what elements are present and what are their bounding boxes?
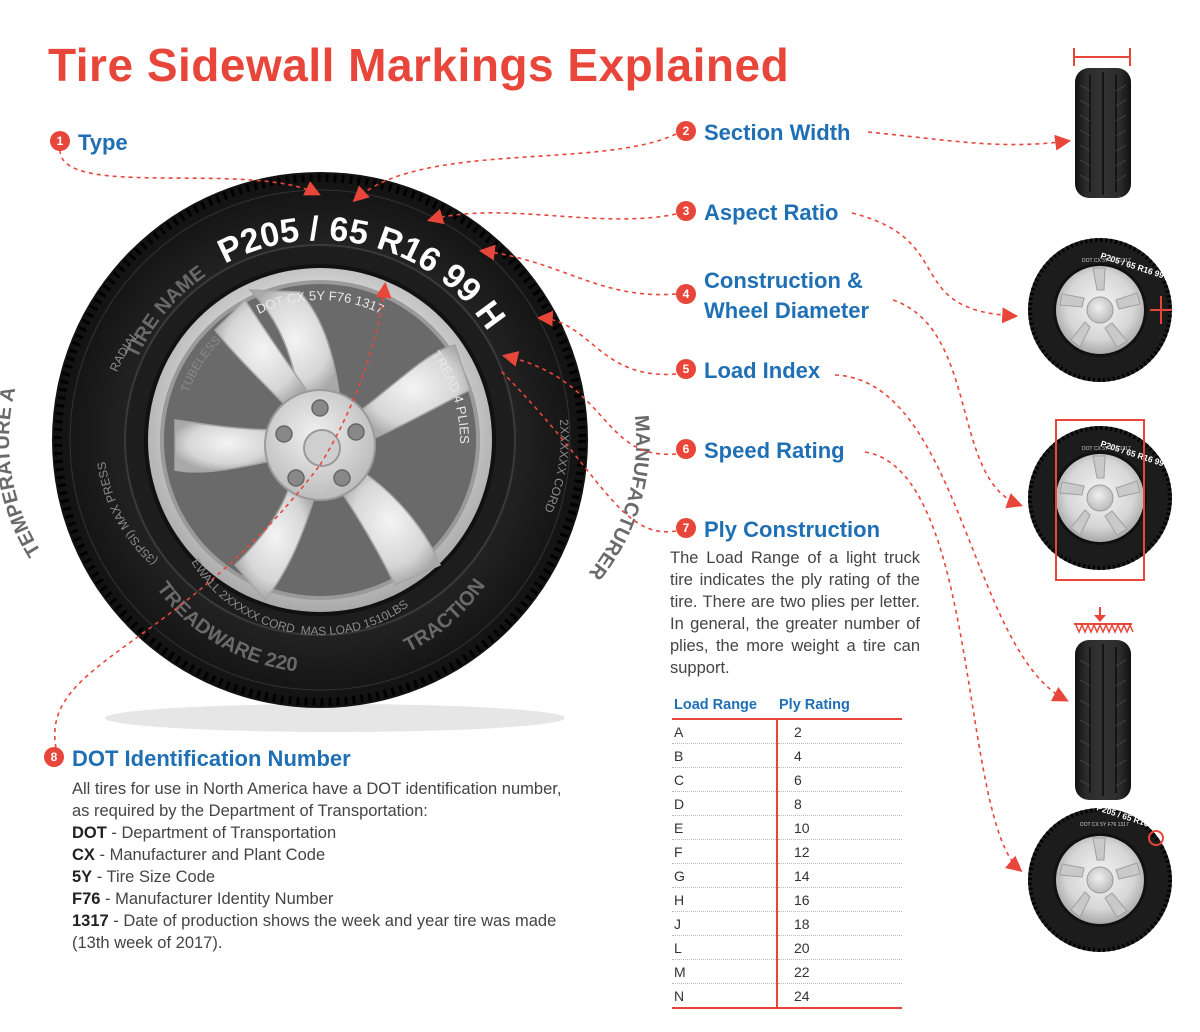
ply-rating-cell: 12 bbox=[777, 839, 902, 864]
side-tire-a-dot: DOT CX 5Y F76 1317 bbox=[1082, 258, 1131, 264]
tire-manufacturer-text: MANUFACTURER bbox=[584, 414, 653, 584]
main-tire bbox=[52, 172, 588, 708]
ply-rating-cell: 16 bbox=[777, 887, 902, 912]
ply-rating-cell: 22 bbox=[777, 959, 902, 984]
rim-spokes bbox=[174, 289, 471, 602]
callout-number: 1 bbox=[50, 131, 70, 151]
callout-dot-id: 8 DOT Identification Number bbox=[44, 744, 351, 774]
load-range-cell: G bbox=[672, 863, 778, 888]
ply-rating-cell: 6 bbox=[777, 767, 902, 792]
callout-ply-construction: 7 Ply Construction bbox=[676, 515, 880, 545]
dot-item: F76 - Manufacturer Identity Number bbox=[72, 890, 334, 908]
callout-type: 1 Type bbox=[50, 128, 128, 158]
callout-label-type: Type bbox=[78, 130, 128, 155]
side-tire-c-dot: DOT CX 5Y F76 1317 bbox=[1080, 822, 1129, 828]
side-tire-wheel-diameter: P205 / 65 R16 99 H DOT CX 5Y F76 1317 bbox=[1028, 419, 1173, 581]
load-range-cell: F bbox=[672, 839, 778, 864]
dot-item: CX - Manufacturer and Plant Code bbox=[72, 846, 326, 864]
callout-number: 8 bbox=[44, 747, 64, 767]
side-tire-aspect-ratio: P205 / 65 R16 99 H DOT CX 5Y F76 1317 bbox=[1028, 238, 1173, 382]
tire-shadow bbox=[105, 704, 565, 732]
load-range-header: Load Range bbox=[672, 694, 777, 720]
callout-connectors bbox=[53, 131, 1072, 873]
dot-item: 5Y - Tire Size Code bbox=[72, 868, 216, 886]
load-range-cell: J bbox=[672, 911, 778, 936]
dot-item: DOT - Department of Transportation bbox=[72, 824, 337, 842]
page-title: Tire Sidewall Markings Explained bbox=[48, 39, 790, 91]
callout-label-section-width: Section Width bbox=[704, 120, 851, 145]
load-range-cell: C bbox=[672, 767, 778, 792]
lug-nuts bbox=[275, 399, 365, 487]
ply-rating-cell: 2 bbox=[777, 719, 902, 744]
callout-number: 5 bbox=[676, 359, 696, 379]
ply-rating-cell: 20 bbox=[777, 935, 902, 960]
tread-view-load-index bbox=[1074, 607, 1134, 800]
ply-rating-cell: 18 bbox=[777, 911, 902, 936]
tire-temperature-text: TEMPERATURE A bbox=[0, 385, 46, 561]
ply-construction-description: The Load Range of a light truck tire ind… bbox=[670, 549, 920, 677]
ply-rating-cell: 4 bbox=[777, 743, 902, 768]
callout-number: 6 bbox=[676, 439, 696, 459]
callout-label-aspect-ratio: Aspect Ratio bbox=[704, 200, 839, 225]
ply-rating-cell: 14 bbox=[777, 863, 902, 888]
load-range-cell: M bbox=[672, 959, 778, 984]
dot-intro: All tires for use in North America have … bbox=[72, 780, 562, 820]
load-range-cell: E bbox=[672, 815, 778, 840]
callout-construction: 4 Construction & Wheel Diameter bbox=[676, 266, 869, 326]
callout-load-index: 5 Load Index bbox=[676, 356, 820, 386]
load-range-cell: N bbox=[672, 983, 778, 1009]
side-tire-speed-rating: P205 / 65 R16 99 H DOT CX 5Y F76 1317 bbox=[1028, 802, 1172, 952]
load-range-cell: A bbox=[672, 719, 778, 744]
callout-label-ply-construction: Ply Construction bbox=[704, 517, 881, 542]
callout-number: 3 bbox=[676, 201, 696, 221]
callout-number: 7 bbox=[676, 518, 696, 538]
callout-aspect-ratio: 3 Aspect Ratio bbox=[676, 198, 838, 228]
side-tire-b-dot: DOT CX 5Y F76 1317 bbox=[1082, 446, 1131, 452]
callout-number: 4 bbox=[676, 284, 696, 304]
callout-label-wheel-diameter: Wheel Diameter bbox=[704, 298, 870, 323]
dot-description: All tires for use in North America have … bbox=[72, 778, 572, 954]
ply-rating-cell: 10 bbox=[777, 815, 902, 840]
callout-number: 2 bbox=[676, 121, 696, 141]
callout-label-load-index: Load Index bbox=[704, 358, 821, 383]
dot-item: 1317 - Date of production shows the week… bbox=[72, 912, 557, 952]
tread-view-section-width bbox=[1073, 48, 1131, 198]
callout-label-speed-rating: Speed Rating bbox=[704, 438, 845, 463]
ply-rating-header: Ply Rating bbox=[777, 694, 902, 720]
callout-section-width: 2 Section Width bbox=[676, 118, 850, 148]
ply-rating-cell: 8 bbox=[777, 791, 902, 816]
callout-label-dot-id: DOT Identification Number bbox=[72, 746, 351, 771]
load-range-cell: H bbox=[672, 887, 778, 912]
ply-rating-cell: 24 bbox=[777, 983, 902, 1009]
callout-speed-rating: 6 Speed Rating bbox=[676, 436, 845, 466]
load-range-cell: B bbox=[672, 743, 778, 768]
load-range-cell: L bbox=[672, 935, 778, 960]
callout-label-construction: Construction & bbox=[704, 268, 863, 293]
load-range-cell: D bbox=[672, 791, 778, 816]
